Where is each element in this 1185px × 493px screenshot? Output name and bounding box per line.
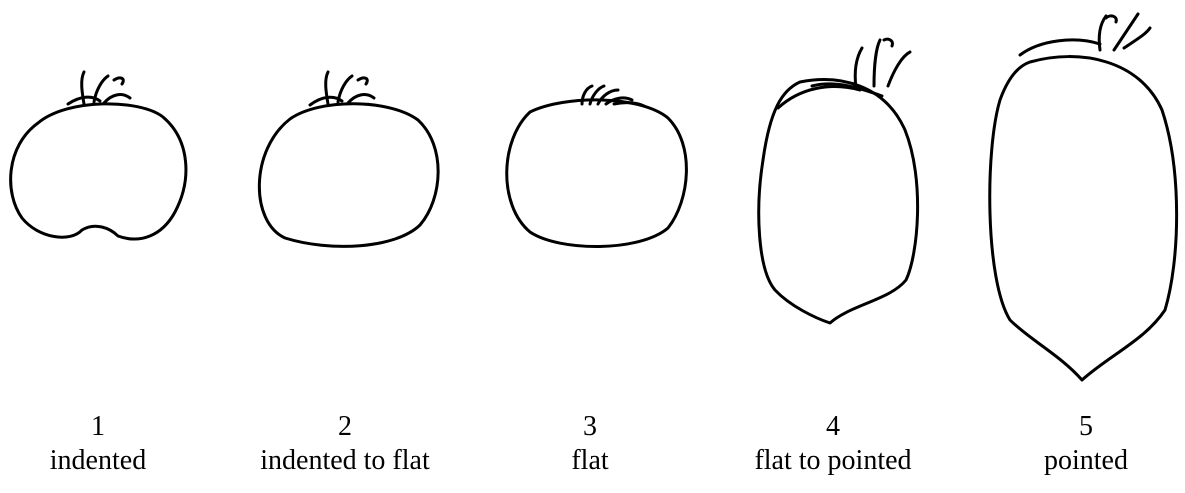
tomato-3-outline: [507, 100, 687, 247]
tomato-5-outline: [990, 57, 1177, 380]
tomato-5-stem: [1020, 14, 1150, 55]
caption-5-label: pointed: [966, 444, 1185, 478]
caption-4-number: 4: [713, 410, 953, 444]
tomato-drawing-5-pointed: [990, 14, 1177, 380]
tomato-drawing-1-indented: [11, 72, 186, 239]
caption-2-label: indented to flat: [225, 444, 465, 478]
caption-1-label: indented: [0, 444, 218, 478]
tomato-drawing-2-indented-to-flat: [259, 72, 438, 246]
tomato-2-stem: [310, 72, 374, 105]
tomato-drawing-3-flat: [507, 86, 687, 247]
tomato-4-stem: [778, 39, 910, 108]
tomato-1-stem: [68, 72, 130, 104]
caption-1: 1 indented: [0, 410, 218, 478]
caption-4: 4 flat to pointed: [713, 410, 953, 478]
caption-3-label: flat: [470, 444, 710, 478]
tomato-4-outline: [759, 80, 918, 323]
caption-2: 2 indented to flat: [225, 410, 465, 478]
tomato-2-outline: [259, 104, 438, 247]
caption-3: 3 flat: [470, 410, 710, 478]
tomato-1-outline: [11, 104, 186, 239]
caption-4-label: flat to pointed: [713, 444, 953, 478]
caption-5-number: 5: [966, 410, 1185, 444]
caption-2-number: 2: [225, 410, 465, 444]
caption-3-number: 3: [470, 410, 710, 444]
tomato-drawing-4-flat-to-pointed: [759, 39, 918, 323]
caption-5: 5 pointed: [966, 410, 1185, 478]
tomato-3-stem: [582, 86, 644, 106]
caption-1-number: 1: [0, 410, 218, 444]
